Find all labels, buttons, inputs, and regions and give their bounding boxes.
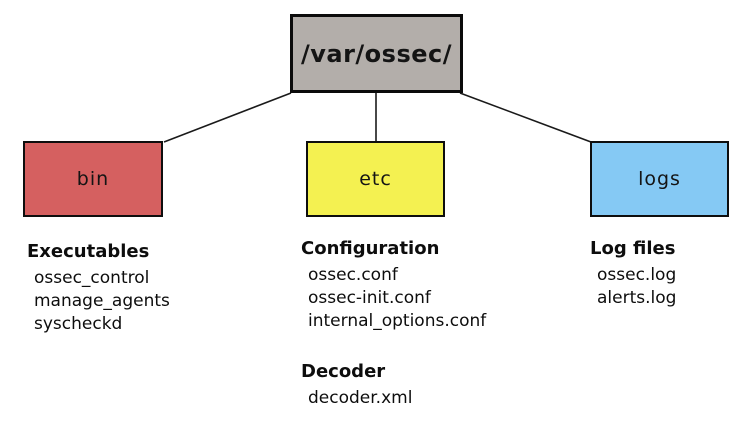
file-item-manage-agents: manage_agents	[34, 291, 170, 311]
section-title-executables: Executables	[27, 241, 150, 262]
file-item-alerts-log: alerts.log	[597, 288, 677, 308]
node-var-ossec-label: /var/ossec/	[300, 39, 453, 68]
node-bin-label: bin	[76, 168, 110, 190]
section-log-files: Log files ossec.log alerts.log	[590, 238, 676, 310]
node-bin: bin	[23, 141, 163, 217]
node-logs: logs	[590, 141, 729, 217]
node-etc-label: etc	[359, 168, 392, 190]
logs-file-list: Log files ossec.log alerts.log	[590, 238, 676, 310]
section-title-log-files: Log files	[590, 238, 676, 259]
file-item-syscheckd: syscheckd	[34, 314, 123, 334]
section-configuration: Configuration ossec.conf ossec-init.conf…	[301, 238, 486, 333]
file-item-ossec-control: ossec_control	[34, 268, 150, 288]
file-item-ossec-conf: ossec.conf	[308, 265, 398, 285]
file-item-internal-options-conf: internal_options.conf	[308, 311, 487, 331]
section-executables: Executables ossec_control manage_agents …	[27, 241, 170, 336]
node-etc: etc	[306, 141, 445, 217]
file-item-decoder-xml: decoder.xml	[308, 388, 413, 408]
section-title-configuration: Configuration	[301, 238, 440, 259]
etc-file-list: Configuration ossec.conf ossec-init.conf…	[301, 238, 486, 410]
bin-file-list: Executables ossec_control manage_agents …	[27, 241, 170, 336]
connector-root-to-logs	[459, 92, 592, 143]
section-decoder: Decoder decoder.xml	[301, 361, 486, 410]
section-title-decoder: Decoder	[301, 361, 386, 382]
file-item-ossec-init-conf: ossec-init.conf	[308, 288, 431, 308]
file-item-ossec-log: ossec.log	[597, 265, 677, 285]
connector-root-to-bin	[163, 92, 292, 143]
node-var-ossec: /var/ossec/	[290, 14, 463, 93]
node-logs-label: logs	[638, 168, 681, 190]
